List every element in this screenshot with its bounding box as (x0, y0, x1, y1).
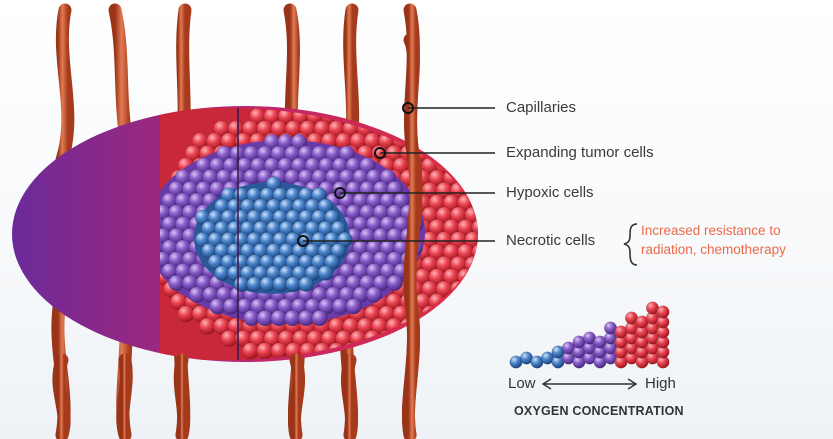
tumor-cross-section (141, 96, 495, 372)
tumor-cell (472, 195, 488, 211)
tumor-cell (479, 232, 495, 248)
hypoxic-cell (346, 299, 362, 315)
label-hypoxic-cells: Hypoxic cells (506, 184, 594, 201)
hypoxic-cell (257, 310, 273, 326)
hypoxic-cell (223, 299, 239, 315)
tumor-cell (443, 293, 459, 309)
necrotic-cell (318, 266, 333, 281)
tumor-cell (393, 330, 409, 346)
tumor-cell (371, 343, 387, 359)
necrotic-cell (215, 266, 230, 281)
oxygen-high-label: High (645, 375, 676, 392)
hypoxic-cell (169, 275, 185, 291)
tumor-cell (307, 355, 323, 371)
hypoxic-cell (271, 310, 287, 326)
tumor-cell (458, 170, 474, 186)
hypoxic-cell (298, 310, 314, 326)
necrotic-cell (286, 277, 301, 292)
tumor-cell (178, 306, 194, 322)
hypoxic-cell (244, 310, 260, 326)
necrotic-cell (299, 277, 314, 292)
tumor-cell (242, 343, 258, 359)
tumor-cell (386, 343, 402, 359)
necrotic-cell (273, 277, 288, 292)
tumor-cell (429, 318, 445, 334)
label-necrotic-cells: Necrotic cells (506, 232, 595, 249)
double-arrow-icon (543, 379, 636, 389)
oxygen-low-label: Low (508, 375, 536, 392)
tumor-cell (364, 108, 380, 124)
brace-icon (624, 224, 637, 265)
tumor-cell (271, 343, 287, 359)
tumor-cell (257, 343, 273, 359)
necrotic-cell (247, 277, 262, 292)
tumor-cell (479, 207, 495, 223)
hypoxic-cell (366, 287, 382, 303)
label-capillaries: Capillaries (506, 99, 576, 116)
hypoxic-cell (332, 299, 348, 315)
label-expanding-tumor-cells: Expanding tumor cells (506, 144, 654, 161)
oxygen-scale-caption: OXYGEN CONCENTRATION (514, 404, 684, 418)
hypoxic-cell (387, 275, 403, 291)
tumor-cell (450, 158, 466, 174)
tumor-cell (328, 96, 344, 112)
oxygen-scale-cells (510, 302, 669, 368)
hypoxic-cell (210, 299, 226, 315)
tumor-cell (458, 293, 474, 309)
hypoxic-cell (285, 310, 301, 326)
hypoxic-cell (189, 287, 205, 303)
tumor-cell (465, 281, 481, 297)
tumor-cell (199, 318, 215, 334)
tumor-cell (300, 96, 316, 112)
resistance-note-line1: Increased resistance to (641, 222, 781, 240)
tumor-cell (472, 244, 488, 260)
tumor-cell (321, 355, 337, 371)
necrotic-cell (260, 277, 275, 292)
tumor-cell (314, 96, 330, 112)
resistance-note-line2: radiation, chemotherapy (641, 241, 786, 259)
tumor-cell (422, 133, 438, 149)
high-oxygen-cell (657, 306, 669, 318)
hypoxic-cell (312, 310, 328, 326)
tumor-cell (472, 269, 488, 285)
tumor-cell (379, 108, 395, 124)
tumor-cell (436, 306, 452, 322)
tumor-cell (221, 330, 237, 346)
necrotic-cell (234, 277, 249, 292)
